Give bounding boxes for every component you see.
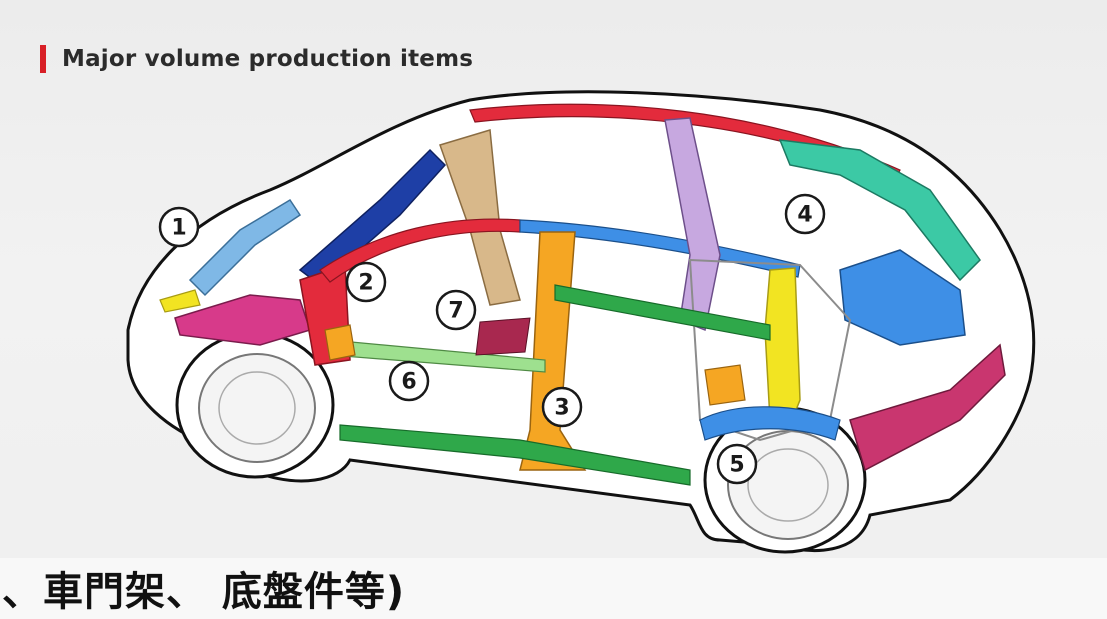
hinge-bracket-part xyxy=(324,324,356,361)
callout-5: 5 xyxy=(716,443,758,485)
quarter-reinforcement-part xyxy=(764,267,801,426)
roof-side-rail-part xyxy=(519,219,801,278)
floor-pan-part xyxy=(475,317,531,356)
title-accent-bar xyxy=(40,45,46,73)
front-wheel xyxy=(175,331,335,479)
c-pillar-part xyxy=(664,117,721,332)
caption-text: 、車門架、 底盤件等) xyxy=(2,569,406,615)
callout-3: 3 xyxy=(541,386,583,428)
callout-2: 2 xyxy=(345,261,387,303)
rear-corner-part xyxy=(704,364,746,406)
title-row: Major volume production items xyxy=(40,44,473,74)
rear-panel-part xyxy=(849,343,1006,472)
callout-5-label: 5 xyxy=(729,453,744,478)
rear-wheel-arch-part xyxy=(699,406,841,441)
callout-6: 6 xyxy=(388,360,430,402)
rocker-upper-part xyxy=(554,284,771,341)
callout-3-label: 3 xyxy=(554,396,569,421)
caption-band xyxy=(0,558,1107,619)
fender-support-part xyxy=(188,198,302,297)
callout-1-label: 1 xyxy=(171,216,186,241)
page-title: Major volume production items xyxy=(62,46,474,72)
callout-4: 4 xyxy=(784,193,826,235)
rocker-lower-part xyxy=(339,424,691,486)
rear-wheel xyxy=(703,406,867,554)
d-pillar-part xyxy=(778,139,981,282)
callout-1: 1 xyxy=(158,206,200,248)
callout-6-label: 6 xyxy=(401,370,416,395)
callout-7: 7 xyxy=(435,289,477,331)
bumper-bracket-part xyxy=(159,289,201,313)
callout-7-label: 7 xyxy=(448,299,463,324)
callout-2-label: 2 xyxy=(358,271,373,296)
rear-wheelhouse-part xyxy=(839,249,966,346)
callout-4-label: 4 xyxy=(797,203,812,228)
